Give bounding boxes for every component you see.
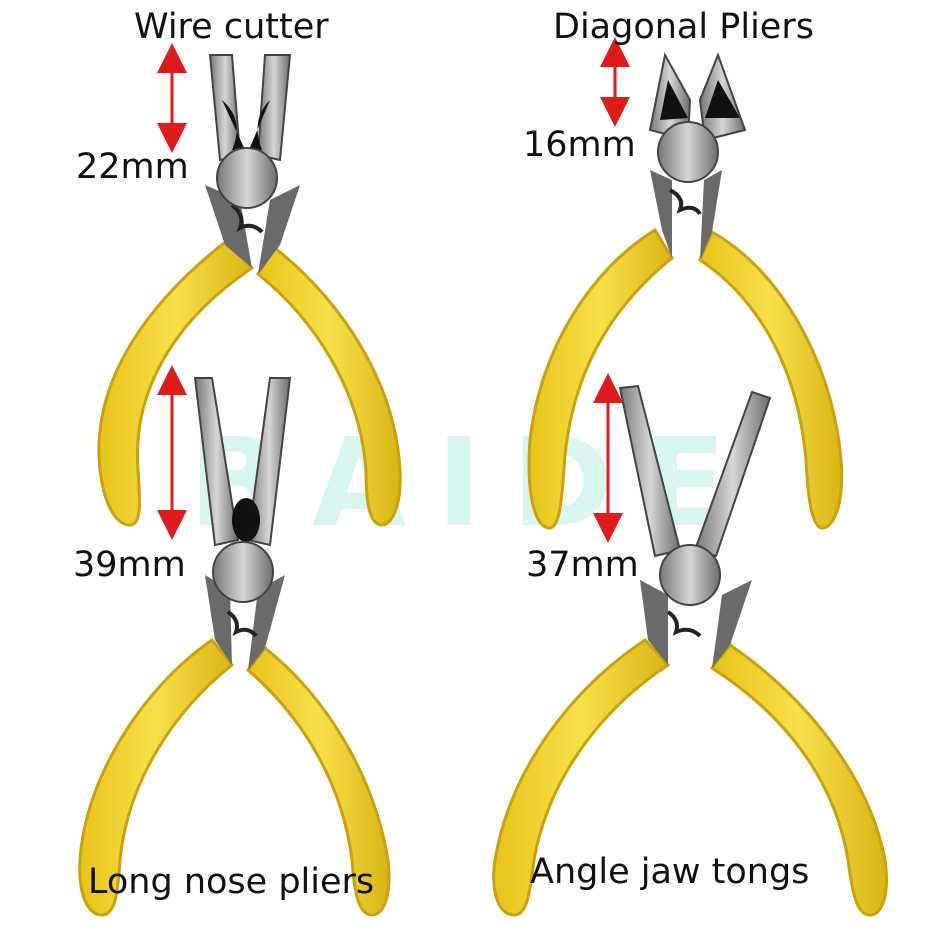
label-diagonal-pliers: Diagonal Pliers xyxy=(553,7,814,47)
measurement-wire-cutter: 22mm xyxy=(76,147,189,187)
label-angle-jaw-tongs: Angle jaw tongs xyxy=(530,852,810,892)
measurement-diagonal-pliers: 16mm xyxy=(523,125,636,165)
wire-cutter-tool xyxy=(97,54,402,527)
angle-jaw-tongs-tool xyxy=(492,384,889,917)
label-long-nose-pliers: Long nose pliers xyxy=(88,862,375,902)
measurement-long-nose-pliers: 39mm xyxy=(73,545,186,585)
label-wire-cutter: Wire cutter xyxy=(134,7,329,47)
long-nose-pliers-tool xyxy=(78,377,391,917)
diagonal-pliers-tool xyxy=(527,52,844,530)
measurement-angle-jaw-tongs: 37mm xyxy=(526,545,639,585)
